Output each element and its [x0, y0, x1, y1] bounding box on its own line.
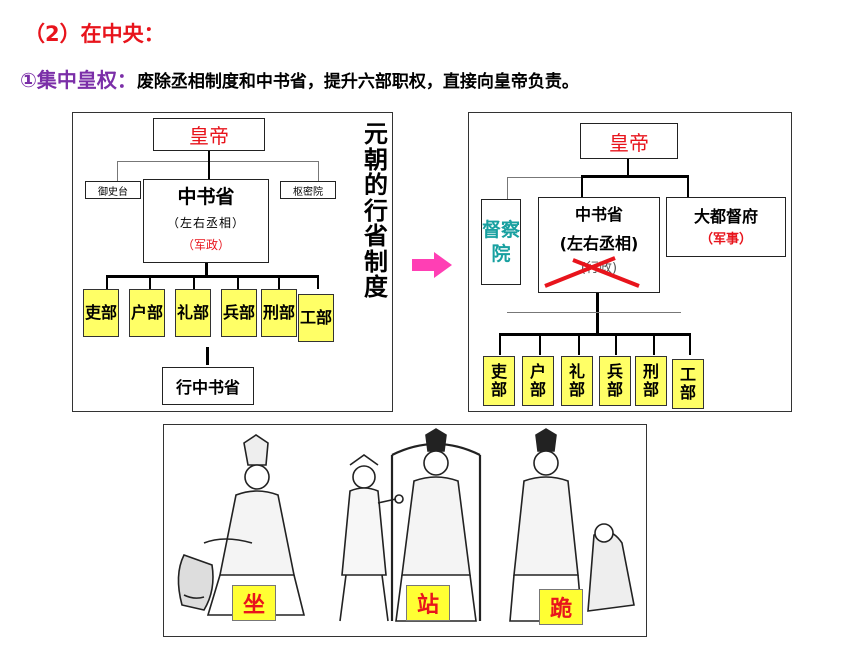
stand-label: 站	[406, 585, 450, 621]
arrow-right-icon	[412, 252, 452, 278]
left-ministry-justice: 刑部	[261, 289, 297, 337]
right-ministry-rites: 礼部	[561, 356, 593, 406]
right-emperor-box: 皇帝	[580, 123, 678, 159]
left-emperor-box: 皇帝	[153, 118, 265, 151]
right-ministry-works: 工部	[672, 359, 704, 409]
left-ministry-personnel: 吏部	[83, 289, 119, 337]
right-military-box: 大都督府 （军事）	[666, 197, 786, 257]
yuan-system-diagram: 皇帝 御史台 枢密院 中书省 （左右丞相） （军政） 吏部 户部 礼部 兵部 刑…	[72, 112, 393, 412]
right-secretariat-name: 中书省	[574, 205, 623, 224]
right-ministry-justice: 刑部	[635, 356, 667, 406]
left-secretariat-name: 中书省	[177, 186, 235, 208]
left-ministry-works: 工部	[298, 294, 334, 342]
left-censorate-box: 御史台	[85, 181, 141, 199]
left-privy-council-box: 枢密院	[280, 181, 336, 199]
left-scope: （军政）	[181, 238, 230, 252]
yuan-system-title: 元 朝 的 行 省 制 度	[364, 120, 388, 301]
summary-line: ①集中皇权：废除丞相制度和中书省，提升六部职权，直接向皇帝负责。	[20, 64, 579, 93]
left-provincial-box: 行中书省	[162, 367, 254, 405]
court-figures-illustration	[177, 428, 635, 622]
right-military-name: 大都督府	[693, 207, 758, 226]
right-censorate-box: 督察院	[481, 199, 521, 285]
right-military-scope: （军事）	[699, 232, 752, 247]
abolished-cross-icon	[544, 256, 640, 288]
sit-label: 坐	[232, 585, 276, 621]
kneel-label: 跪	[539, 589, 583, 625]
right-ministry-war: 兵部	[599, 356, 631, 406]
right-secretariat-box: 中书省 (左右丞相) (行政)	[538, 197, 660, 293]
left-ministry-war: 兵部	[221, 289, 257, 337]
left-ministry-rites: 礼部	[175, 289, 211, 337]
left-chancellors: （左右丞相）	[166, 216, 245, 230]
summary-lead: ①集中皇权：	[20, 68, 137, 92]
section-heading: （2）在中央：	[24, 22, 165, 46]
summary-text: 废除丞相制度和中书省，提升六部职权，直接向皇帝负责。	[136, 72, 579, 92]
right-ministry-revenue: 户部	[522, 356, 554, 406]
left-secretariat-box: 中书省 （左右丞相） （军政）	[143, 179, 269, 263]
right-chancellors: (左右丞相)	[559, 234, 639, 253]
left-ministry-revenue: 户部	[129, 289, 165, 337]
ming-system-diagram: 皇帝 督察院 中书省 (左右丞相) (行政) 大都督府 （军事） 吏部 户部 礼…	[468, 112, 792, 412]
court-etiquette-illustration: 坐 站 跪	[163, 424, 647, 637]
right-ministry-personnel: 吏部	[483, 356, 515, 406]
